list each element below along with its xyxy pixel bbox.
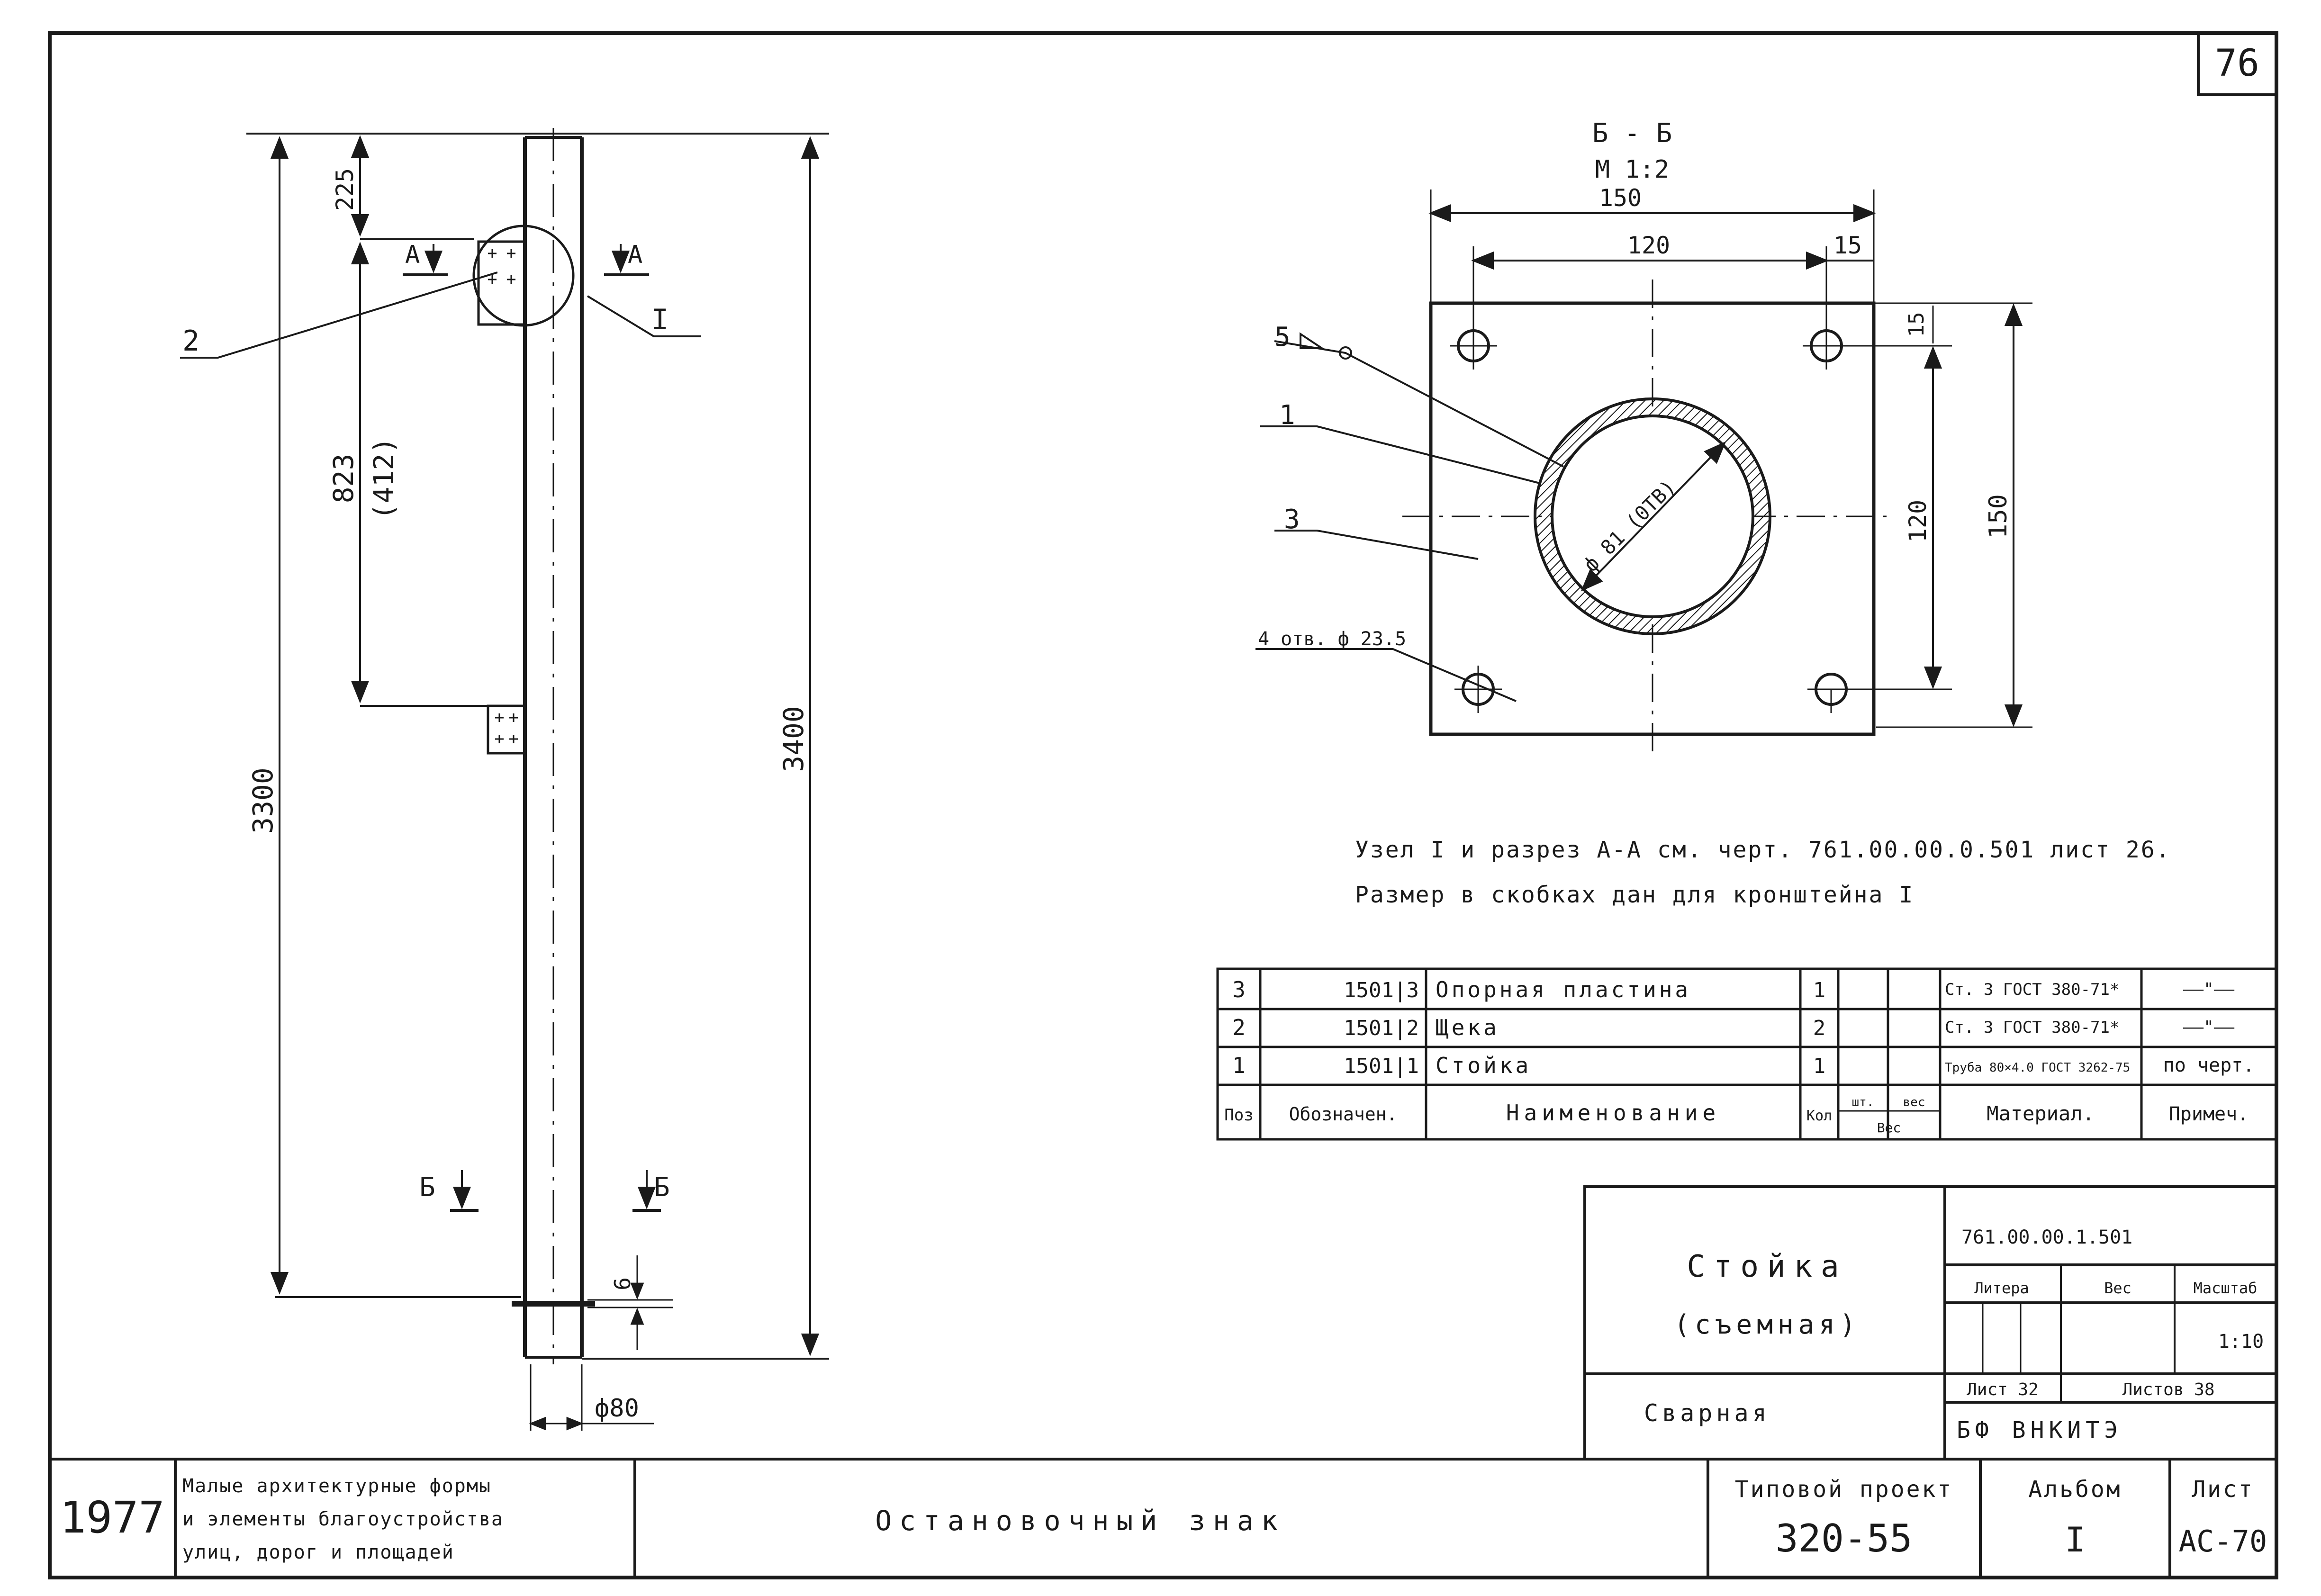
dim-h15: 15: [1905, 312, 1929, 337]
spec-row-3-note: ——"——: [2183, 980, 2235, 999]
section-b-left-label: Б: [419, 1172, 435, 1203]
dim-w120: 120: [1627, 232, 1670, 259]
dim-h120: 120: [1904, 500, 1932, 542]
note-2: Размер в скобках дан для кронштейна I: [1355, 882, 1914, 908]
series-line-1: Малые архитектурные формы: [182, 1475, 491, 1497]
spec-row-1-material: Труба 80×4.0 ГОСТ 3262-75: [1945, 1061, 2130, 1075]
title-block: 761.00.00.1.501 Стойка (съемная) Сварная…: [1644, 1226, 2264, 1443]
scale-label: Масштаб: [2194, 1279, 2258, 1297]
album-value: I: [2065, 1520, 2085, 1560]
spec-row-2-code: 1501|2: [1344, 1016, 1419, 1040]
spec-row-1-code: 1501|1: [1344, 1054, 1419, 1078]
callout-node-1: I: [651, 303, 668, 336]
spec-table-grid: [1216, 967, 2278, 1141]
spec-row-3-qty: 1: [1813, 978, 1826, 1002]
section-b-right-label: Б: [654, 1172, 670, 1203]
dim-h150: 150: [1984, 494, 2013, 539]
spec-header-material: Материал.: [1987, 1102, 2095, 1125]
welded-label: Сварная: [1644, 1399, 1770, 1427]
stand-labels: 225 823 (412) 3300 3400 6 ф80 А А Б Б 2 …: [182, 168, 810, 1423]
part-name-line-1: Стойка: [1687, 1249, 1847, 1284]
spec-header-weight-group: Вес: [1877, 1120, 1901, 1136]
list-label: Лист: [2192, 1476, 2254, 1503]
sheet-frame: [48, 31, 2278, 1579]
series-line-2: и элементы благоустройства: [182, 1508, 504, 1530]
spec-row-1-pos: 1: [1232, 1053, 1246, 1078]
dim-412: (412): [368, 437, 400, 520]
spec-row-1-note: по черт.: [2163, 1055, 2255, 1076]
weld-symbol-icon: [1300, 332, 1325, 349]
spec-row-3-code: 1501|3: [1344, 978, 1419, 1002]
project-value: 320-55: [1776, 1516, 1913, 1560]
spec-row-3-pos: 3: [1232, 977, 1246, 1002]
spec-row-3-name: Опорная пластина: [1436, 977, 1691, 1002]
dim-3400: 3400: [777, 706, 810, 772]
callout-1: 1: [1279, 400, 1295, 431]
callout-2: 2: [182, 325, 199, 358]
dim-823: 823: [327, 454, 360, 504]
spec-table: 3 1501|3 Опорная пластина 1 Ст. 3 ГОСТ 3…: [1224, 977, 2254, 1136]
spec-header-total: вес: [1903, 1095, 1925, 1109]
dim-w150: 150: [1599, 184, 1642, 212]
series-line-3: улиц, дорог и площадей: [182, 1542, 454, 1563]
album-label: Альбом: [2028, 1476, 2122, 1503]
drawing-title: Остановочный знак: [875, 1505, 1285, 1537]
spec-row-2-pos: 2: [1232, 1015, 1246, 1040]
holes-note: 4 отв. ф 23.5: [1258, 628, 1406, 650]
spec-header-pos: Поз: [1224, 1106, 1253, 1125]
dim-phi80: ф80: [595, 1394, 639, 1423]
list-value: АС-70: [2179, 1524, 2267, 1559]
dim-3300: 3300: [247, 767, 279, 834]
dim-w15: 15: [1833, 232, 1862, 259]
doc-code: 761.00.00.1.501: [1961, 1226, 2132, 1248]
spec-row-2-material: Ст. 3 ГОСТ 380-71*: [1945, 1018, 2119, 1037]
spec-row-2-note: ——"——: [2183, 1018, 2235, 1037]
scale-value: 1:10: [2218, 1331, 2264, 1353]
section-title: Б - Б: [1592, 118, 1672, 149]
litera-label: Литера: [1974, 1279, 2029, 1297]
note-1: Узел I и разрез А-А см. черт. 761.00.00.…: [1355, 837, 2171, 863]
section-view: [1255, 189, 2032, 753]
weld-note: 5: [1274, 322, 1291, 352]
spec-header-note: Примеч.: [2169, 1103, 2249, 1125]
callout-3: 3: [1284, 504, 1300, 535]
spec-header-code: Обозначен.: [1289, 1104, 1398, 1125]
spec-header-qty: Кол: [1806, 1108, 1832, 1124]
year: 1977: [60, 1492, 165, 1543]
sheet-number: 76: [2215, 42, 2259, 85]
mass-label: Вес: [2104, 1279, 2131, 1297]
spec-header-unit: шт.: [1852, 1095, 1874, 1109]
bottom-band-grid: [50, 1458, 2276, 1578]
part-name-line-2: (съемная): [1674, 1309, 1860, 1340]
dim-6: 6: [610, 1277, 635, 1290]
section-a-right-label: А: [628, 241, 642, 269]
sheet-number-box: 76: [2197, 32, 2278, 96]
sheets-label: Листов 38: [2122, 1380, 2214, 1399]
spec-row-3-material: Ст. 3 ГОСТ 380-71*: [1945, 980, 2119, 999]
sheet-label: Лист 32: [1967, 1380, 2039, 1399]
spec-header-name: Наименование: [1506, 1100, 1720, 1126]
notes: Узел I и разрез А-А см. черт. 761.00.00.…: [1355, 837, 2171, 908]
org-label: БФ ВНКИТЭ: [1957, 1417, 2122, 1443]
project-label: Типовой проект: [1735, 1476, 1953, 1503]
spec-row-2-qty: 2: [1813, 1016, 1826, 1040]
dim-225: 225: [331, 168, 359, 211]
cheek-bolts: [488, 249, 518, 743]
spec-row-2-name: Щека: [1436, 1015, 1499, 1040]
section-a-left-label: А: [405, 241, 420, 269]
bottom-band: 1977 Малые архитектурные формы и элемент…: [60, 1475, 2267, 1563]
spec-row-1-name: Стойка: [1436, 1053, 1531, 1078]
section-scale: М 1:2: [1595, 155, 1670, 184]
stand-elevation: [180, 128, 829, 1431]
spec-row-1-qty: 1: [1813, 1054, 1826, 1078]
